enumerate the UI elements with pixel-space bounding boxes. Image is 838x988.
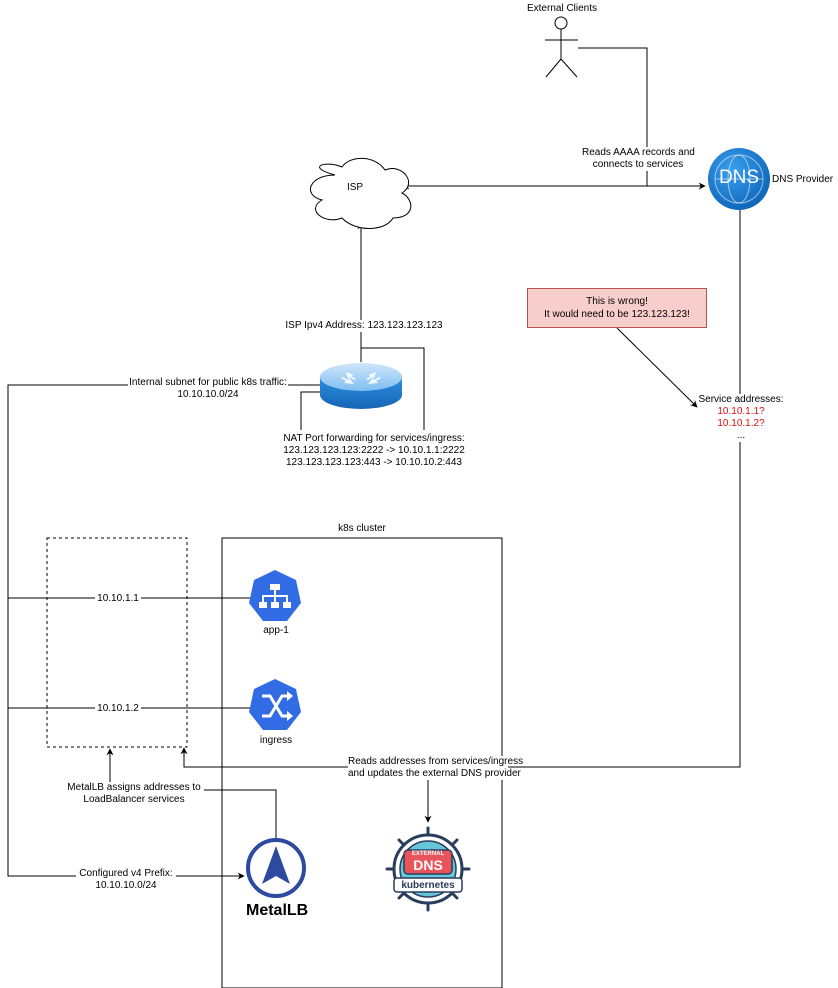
dns-icon-text: DNS: [718, 167, 760, 188]
metallb-assigns-line1: MetalLB assigns addresses to: [67, 782, 201, 793]
isp-ipv4-label: ISP Ipv4 Address: 123.123.123.123: [284, 320, 444, 332]
nat-label: NAT Port forwarding for services/ingress…: [279, 433, 469, 469]
configured-prefix-label: Configured v4 Prefix: 10.10.10.0/24: [76, 868, 176, 892]
nat-line2: 123.123.123.123:2222 -> 10.10.1.1:2222: [283, 445, 465, 456]
router-icon: [320, 363, 402, 409]
service-addresses-label: Service addresses: 10.10.1.1? 10.10.1.2?…: [698, 394, 784, 442]
metallb-assigns-line2: LoadBalancer services: [83, 794, 185, 805]
error-note-line1: This is wrong!: [586, 296, 648, 307]
ip-app-label: 10.10.1.1: [95, 593, 141, 605]
edge-router-nat-stub: [300, 391, 320, 430]
external-clients-label: External Clients: [526, 3, 598, 14]
external-client-actor: [545, 16, 578, 78]
reads-addresses-line1: Reads addresses from services/ingress: [348, 756, 524, 767]
configured-prefix-line1: Configured v4 Prefix:: [79, 868, 173, 879]
metallb-assigns-label: MetalLB assigns addresses to LoadBalance…: [64, 782, 204, 806]
isp-cloud: [310, 157, 412, 229]
ingress-label: ingress: [259, 735, 293, 746]
error-note: This is wrong! It would need to be 123.1…: [527, 288, 707, 328]
reads-addresses-line2: and updates the external DNS provider: [348, 768, 521, 779]
external-dns-logo-line1: EXTERNAL: [411, 851, 445, 857]
ip-ingress-label: 10.10.1.2: [95, 703, 141, 715]
k8s-cluster-title: k8s cluster: [338, 523, 386, 534]
service-address-1: 10.10.1.1?: [717, 406, 765, 417]
service-address-2: 10.10.1.2?: [717, 418, 765, 429]
dns-provider-label: DNS Provider: [772, 174, 834, 185]
nat-line3: 123.123.123.123:443 -> 10.10.10.2:443: [286, 457, 462, 468]
edge-extdns-to-dnsprovider: [180, 185, 744, 768]
nat-line1: NAT Port forwarding for services/ingress…: [283, 433, 465, 444]
service-addresses-more: ...: [736, 430, 746, 441]
app-label: app-1: [263, 625, 289, 636]
reads-aaaa-line1: Reads AAAA records and: [582, 147, 695, 158]
ingress-icon: [249, 679, 301, 730]
external-dns-logo-line3: kubernetes: [401, 880, 455, 891]
edge-note-to-services: [616, 327, 698, 408]
configured-prefix-line2: 10.10.10.0/24: [95, 880, 157, 891]
metallb-label: MetalLB: [246, 902, 309, 919]
dns-globe-icon: [708, 148, 770, 210]
internal-subnet-line1: Internal subnet for public k8s traffic:: [129, 377, 287, 388]
reads-addresses-label: Reads addresses from services/ingress an…: [348, 756, 524, 780]
internal-subnet-line2: 10.10.10.0/24: [177, 389, 239, 400]
reads-aaaa-label: Reads AAAA records and connects to servi…: [582, 147, 695, 171]
app-service-icon: [249, 570, 301, 621]
isp-label: ISP: [346, 182, 364, 193]
error-note-line2: It would need to be 123.123.123!: [544, 309, 690, 320]
external-dns-logo-line2: DNS: [413, 857, 443, 873]
metallb-logo-icon: [246, 838, 306, 898]
external-dns-logo-icon: [385, 826, 471, 912]
internal-subnet-label: Internal subnet for public k8s traffic: …: [128, 377, 288, 401]
service-addresses-title: Service addresses:: [698, 394, 784, 405]
reads-aaaa-line2: connects to services: [592, 159, 684, 170]
ip-pool-dashed-box: [46, 537, 188, 748]
